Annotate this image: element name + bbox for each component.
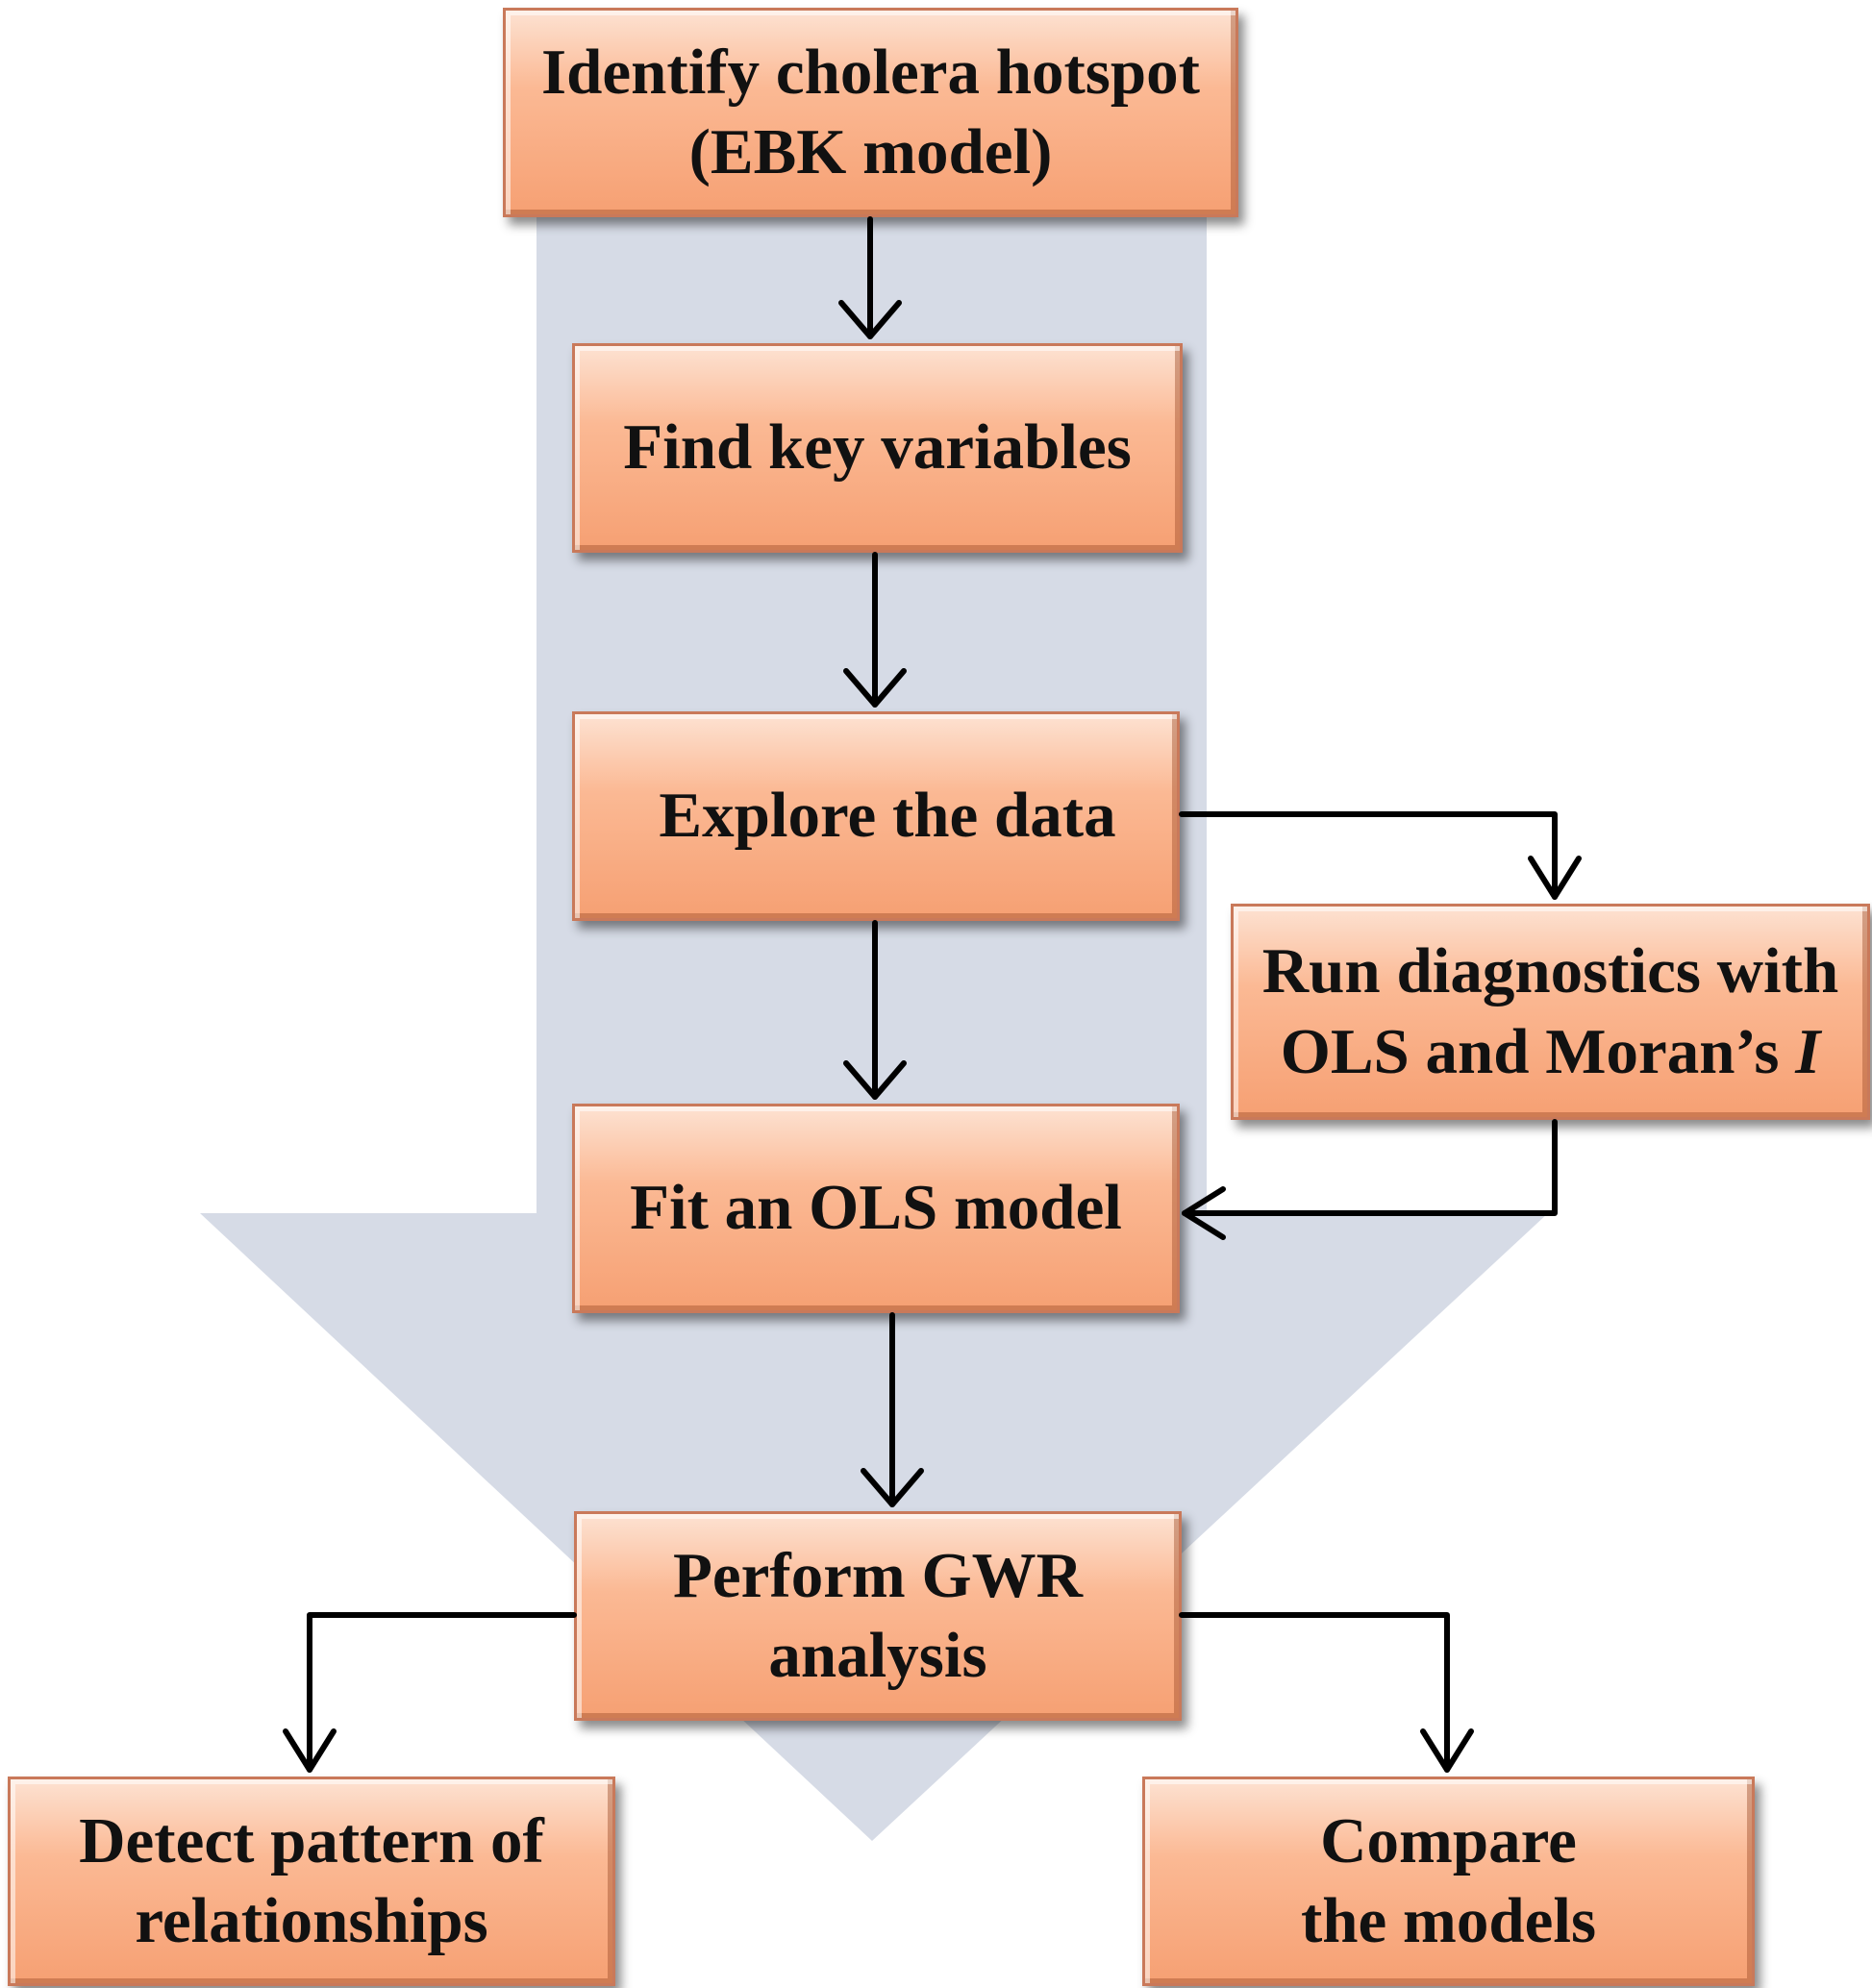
identify-hotspot-box: Identify cholera hotspot (EBK model): [503, 8, 1238, 217]
compare-models-box: Compare the models: [1142, 1777, 1755, 1986]
run-diagnostics-line2-text: OLS and Moran’s: [1280, 1015, 1796, 1087]
perform-gwr-line2: analysis: [768, 1620, 987, 1691]
find-key-variables-box: Find key variables: [572, 343, 1183, 553]
arrow-find-to-explore: [843, 552, 907, 708]
compare-models-line2: the models: [1300, 1885, 1597, 1956]
compare-models-line1: Compare: [1320, 1804, 1577, 1876]
arrow-gwr-to-detect: [283, 1612, 577, 1773]
arrow-explore-to-fit: [843, 920, 907, 1100]
arrow-gwr-to-compare: [1179, 1612, 1474, 1773]
identify-hotspot-line2: (EBK model): [688, 116, 1053, 187]
detect-pattern-box: Detect pattern of relationships: [8, 1777, 615, 1986]
find-key-variables-label: Find key variables: [623, 411, 1132, 484]
run-diagnostics-line2: OLS and Moran’s I: [1281, 1012, 1821, 1092]
arrow-identify-to-find: [838, 216, 902, 339]
arrow-diagnostics-to-fit: [1182, 1119, 1558, 1240]
run-diagnostics-box: Run diagnostics with OLS and Moran’s I: [1231, 904, 1870, 1120]
arrow-explore-to-diagnostics: [1179, 811, 1582, 900]
run-diagnostics-line1: Run diagnostics with: [1261, 935, 1839, 1007]
detect-pattern-line2: relationships: [135, 1885, 488, 1956]
explore-data-box: Explore the data: [572, 711, 1180, 921]
perform-gwr-line1: Perform GWR: [672, 1539, 1083, 1611]
arrow-fit-to-gwr: [861, 1312, 924, 1507]
fit-ols-model-box: Fit an OLS model: [572, 1104, 1180, 1313]
fit-ols-model-label: Fit an OLS model: [630, 1172, 1122, 1244]
morans-i-symbol: I: [1795, 1015, 1821, 1087]
detect-pattern-line1: Detect pattern of: [79, 1804, 544, 1876]
explore-data-label: Explore the data: [659, 780, 1116, 852]
identify-hotspot-line1: Identify cholera hotspot: [541, 36, 1200, 108]
